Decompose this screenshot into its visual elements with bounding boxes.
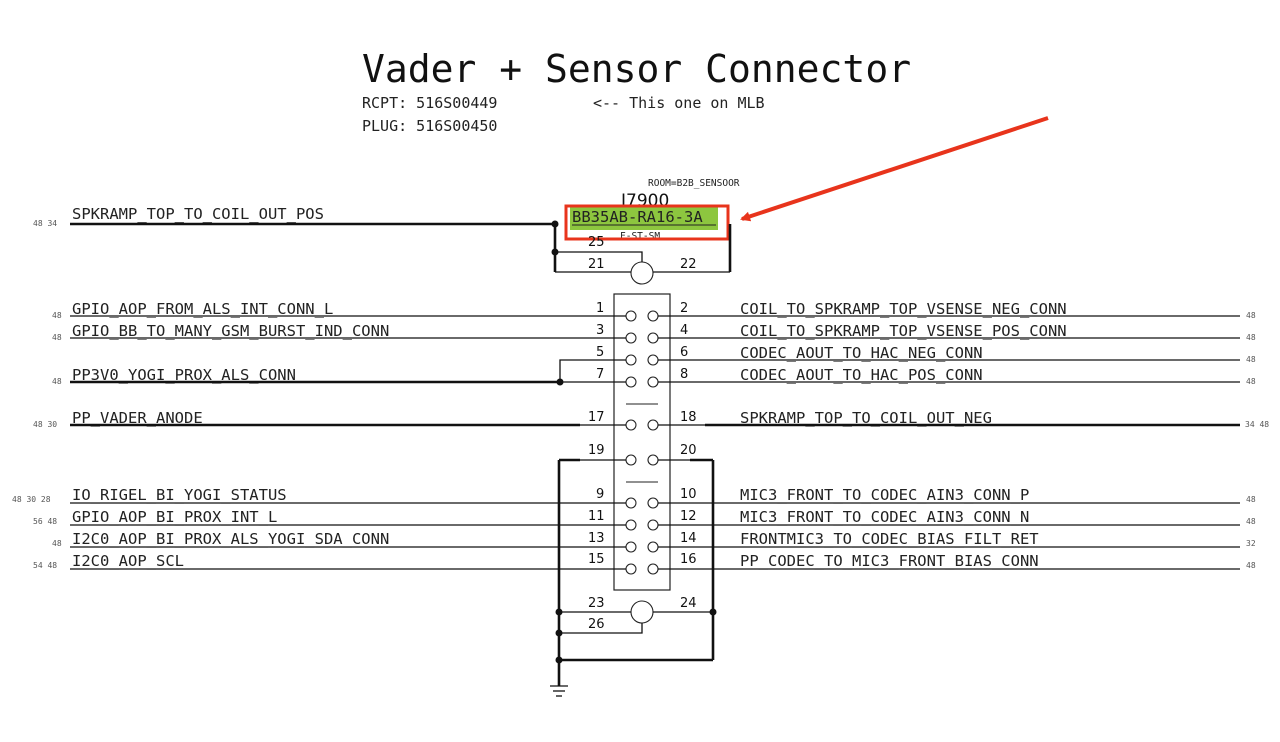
pin-21-label: 21 — [588, 257, 605, 272]
shield-top-wire-left — [555, 251, 643, 262]
pin-16-label: 16 — [680, 552, 697, 567]
pin-7-label: 7 — [596, 367, 604, 382]
net-label: SPKRAMP_TOP_TO_COIL_OUT_NEG — [740, 409, 992, 427]
net-label: GPIO_AOP_BI_PROX_INT_L — [72, 508, 277, 526]
pin-9-label: 9 — [596, 487, 604, 502]
pin-20-label: 20 — [680, 443, 697, 458]
net-pages: 48 30 28 — [12, 495, 51, 504]
net-pages: 48 — [1246, 333, 1256, 342]
pin-8-label: 8 — [680, 367, 688, 382]
connector-variant: F-ST-SM — [620, 231, 660, 242]
pin-26-label: 26 — [588, 617, 605, 632]
net-pages: 48 — [1246, 561, 1256, 570]
net-label: GPIO_AOP_FROM_ALS_INT_CONN_L — [72, 300, 333, 318]
net-pages: 48 — [1246, 377, 1256, 386]
net-pages: 48 30 — [33, 420, 57, 429]
page-title: Vader + Sensor Connector — [362, 47, 911, 91]
pin-1-label: 1 — [596, 301, 604, 316]
pin-6-label: 6 — [680, 345, 688, 360]
pin-11-label: 11 — [588, 509, 605, 524]
junction-dot — [709, 608, 717, 616]
net-label: PP3V0_YOGI_PROX_ALS_CONN — [72, 366, 296, 384]
net-pages: 48 — [1246, 355, 1256, 364]
net-pages: 48 — [1246, 495, 1256, 504]
net-pages: 48 — [1246, 517, 1256, 526]
net-label: I2C0_AOP_SCL — [72, 552, 184, 570]
pin-13-label: 13 — [588, 531, 605, 546]
part-number: BB35AB-RA16-3A — [572, 208, 703, 226]
net-label: PP_CODEC_TO_MIC3_FRONT_BIAS_CONN — [740, 552, 1039, 570]
net-label: COIL_TO_SPKRAMP_TOP_VSENSE_NEG_CONN — [740, 300, 1067, 318]
net-label: MIC3_FRONT_TO_CODEC_AIN3_CONN_N — [740, 508, 1029, 526]
net-pages: 48 — [52, 311, 62, 320]
pin-23-label: 23 — [588, 596, 605, 611]
net-label: PP_VADER_ANODE — [72, 409, 203, 427]
net-label: I2C0_AOP_BI_PROX_ALS_YOGI_SDA_CONN — [72, 530, 389, 548]
pin-12-label: 12 — [680, 509, 697, 524]
connector-body — [613, 293, 671, 591]
shield-pad-bottom — [630, 600, 654, 624]
pad-row-9-10 — [625, 497, 659, 509]
net-pages: 54 48 — [33, 561, 57, 570]
pad-row-19-20 — [625, 454, 659, 466]
pin-10-label: 10 — [680, 487, 697, 502]
pin-17-label: 17 — [588, 410, 605, 425]
pad-row-3-4 — [625, 332, 659, 344]
mlb-note: <-- This one on MLB — [593, 94, 765, 112]
pin-5-label: 5 — [596, 345, 604, 360]
net-wire — [559, 359, 626, 382]
net-label: CODEC_AOUT_TO_HAC_POS_CONN — [740, 366, 983, 384]
junction-dot — [556, 378, 564, 386]
net-pages: 56 48 — [33, 517, 57, 526]
pin-4-label: 4 — [680, 323, 688, 338]
net-label: SPKRAMP_TOP_TO_COIL_OUT_POS — [72, 205, 324, 223]
net-pages: 48 — [52, 333, 62, 342]
pin-14-label: 14 — [680, 531, 697, 546]
pin-2-label: 2 — [680, 301, 688, 316]
net-label: COIL_TO_SPKRAMP_TOP_VSENSE_POS_CONN — [740, 322, 1067, 340]
net-label: MIC3_FRONT_TO_CODEC_AIN3_CONN_P — [740, 486, 1029, 504]
junction-dot — [555, 629, 563, 637]
junction-dot — [551, 248, 559, 256]
net-pages: 48 34 — [33, 219, 57, 228]
pin-15-label: 15 — [588, 552, 605, 567]
net-pages: 48 — [52, 539, 62, 548]
part-number-callout-box — [564, 204, 730, 241]
rcpt-label: RCPT: 516S00449 — [362, 94, 497, 112]
part-number-highlight — [570, 206, 718, 230]
pad-row-5-6 — [625, 354, 659, 366]
junction-dot — [555, 608, 563, 616]
net-pages: 48 — [1246, 311, 1256, 320]
plug-label: PLUG: 516S00450 — [362, 117, 497, 135]
net-label: FRONTMIC3_TO_CODEC_BIAS_FILT_RET — [740, 530, 1039, 548]
net-pages: 48 — [52, 377, 62, 386]
pin-19-label: 19 — [588, 443, 605, 458]
net-label: CODEC_AOUT_TO_HAC_NEG_CONN — [740, 344, 983, 362]
net-pages: 32 — [1246, 539, 1256, 548]
junction-dot — [555, 656, 563, 664]
ground-symbol-icon — [550, 685, 568, 697]
room-property: ROOM=B2B_SENSOOR — [648, 178, 740, 189]
pin-25-label: 25 — [588, 235, 605, 250]
net-pages: 34 48 — [1245, 420, 1269, 429]
pin-3-label: 3 — [596, 323, 604, 338]
pin-22-label: 22 — [680, 257, 697, 272]
pin-24-label: 24 — [680, 596, 697, 611]
gnd-wire-26 — [559, 623, 643, 634]
shield-pad-top — [630, 261, 654, 285]
net-label: IO_RIGEL_BI_YOGI_STATUS — [72, 486, 287, 504]
net-label: GPIO_BB_TO_MANY_GSM_BURST_IND_CONN — [72, 322, 389, 340]
pin-18-label: 18 — [680, 410, 697, 425]
callout-arrow — [740, 116, 1049, 222]
pad-row-11-12 — [625, 519, 659, 531]
